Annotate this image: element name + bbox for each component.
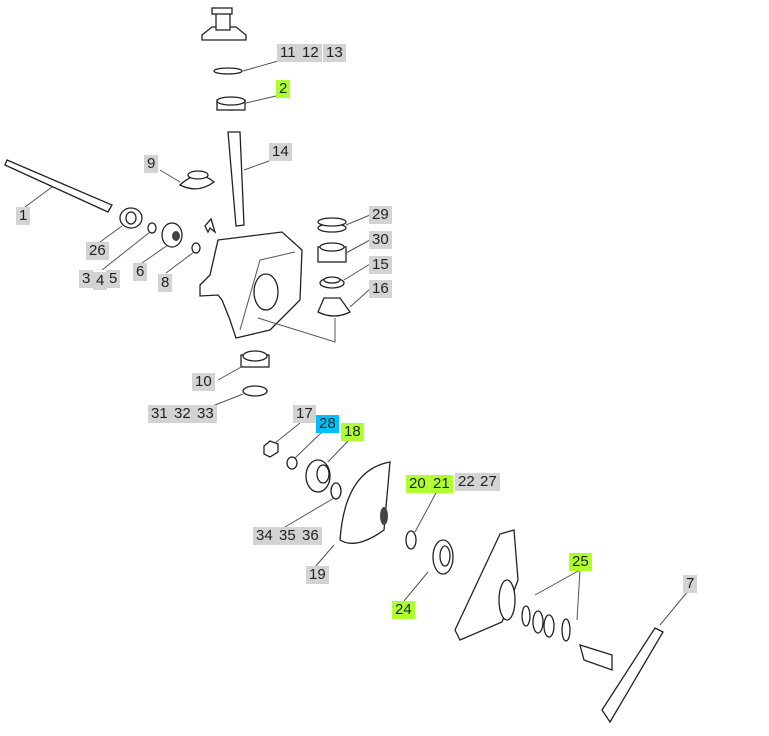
callout-30[interactable]: 30 [369,231,392,249]
callout-4[interactable]: 4 [93,272,108,290]
ring-part-20[interactable] [405,530,417,550]
callout-34[interactable]: 34 [253,527,276,545]
callout-6[interactable]: 6 [133,263,148,281]
seal-part-15[interactable] [319,276,345,289]
nut-part-17[interactable] [263,440,279,458]
bearing-part-18[interactable] [305,459,331,493]
oring-part-11[interactable] [213,67,243,75]
callout-5[interactable]: 5 [106,270,121,288]
callout-14[interactable]: 14 [269,143,292,161]
top-cap-part[interactable] [201,7,247,41]
callout-11[interactable]: 11 [277,44,299,62]
callout-32[interactable]: 32 [171,405,194,423]
callout-31[interactable]: 31 [148,405,171,423]
ring-part-34[interactable] [330,482,342,500]
callout-9[interactable]: 9 [144,155,159,173]
bearing-part-24[interactable] [432,539,454,575]
bearing-part-26[interactable] [119,207,143,229]
callout-35[interactable]: 35 [276,527,299,545]
callout-16[interactable]: 16 [369,280,392,298]
washer-part-28[interactable] [286,456,298,470]
callout-19[interactable]: 19 [306,566,329,584]
callout-26[interactable]: 26 [86,242,109,260]
flange-part-22[interactable] [454,529,519,641]
callout-2[interactable]: 2 [276,80,291,98]
callout-10[interactable]: 10 [192,373,215,391]
callout-22[interactable]: 22 [455,473,478,491]
callout-25[interactable]: 25 [569,553,592,571]
bearing-part-10[interactable] [240,350,270,368]
callout-1[interactable]: 1 [16,207,31,225]
callout-29[interactable]: 29 [369,206,392,224]
bearing-part-2[interactable] [216,96,246,111]
callout-20[interactable]: 20 [406,475,429,493]
leader-lines [24,60,689,626]
ring-part-29[interactable] [317,217,347,233]
gear-part-6[interactable] [161,222,183,248]
callout-36[interactable]: 36 [299,527,322,545]
callout-8[interactable]: 8 [158,274,173,292]
callout-27[interactable]: 27 [477,473,500,491]
cup-part-30[interactable] [317,242,347,263]
ring-part-3[interactable] [147,222,157,234]
callout-18[interactable]: 18 [341,423,364,441]
cone-part-16[interactable] [317,297,351,317]
callout-12[interactable]: 12 [299,44,322,62]
callout-28[interactable]: 28 [316,415,339,433]
cover-part-19[interactable] [339,461,391,544]
callout-24[interactable]: 24 [392,601,415,619]
housing-part[interactable] [199,231,303,339]
cone-part-9[interactable] [178,170,216,190]
rings-part-25[interactable] [521,605,571,642]
callout-17[interactable]: 17 [293,405,316,423]
cursor-icon [204,217,217,234]
callout-15[interactable]: 15 [369,256,392,274]
callout-3[interactable]: 3 [79,270,94,288]
shaft-part-1[interactable] [4,159,113,213]
callout-33[interactable]: 33 [194,405,217,423]
callout-13[interactable]: 13 [323,44,346,62]
callout-21[interactable]: 21 [430,475,453,493]
oring-part-31[interactable] [242,385,268,397]
hub-part-7[interactable] [579,627,664,724]
shaft-part-14[interactable] [227,131,245,227]
ring-part-8[interactable] [191,242,201,254]
callout-7[interactable]: 7 [683,575,698,593]
